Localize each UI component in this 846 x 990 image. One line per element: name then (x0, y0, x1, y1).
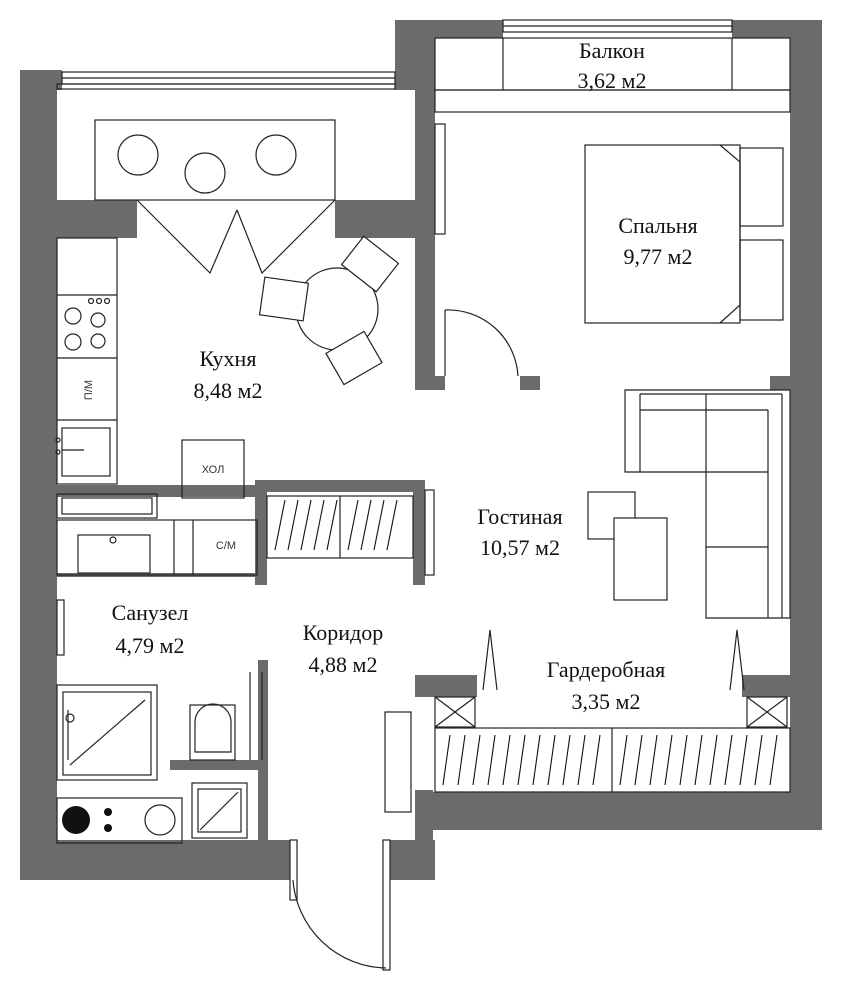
balcony: Балкон 3,62 м2 (434, 37, 791, 113)
bathroom-name: Санузел (112, 600, 189, 625)
balcony-name: Балкон (579, 38, 645, 63)
windows (56, 19, 733, 90)
washer-label: С/М (216, 540, 236, 552)
wardrobe-name: Гардеробная (547, 657, 665, 682)
wardrobe-area: 3,35 м2 (572, 689, 641, 714)
hall-closet (266, 495, 414, 559)
bedroom-area: 9,77 м2 (624, 244, 693, 269)
kitchen: П/М ХОЛ Кухня 8,48 м2 (55, 119, 400, 499)
bathroom-area: 4,79 м2 (116, 633, 185, 658)
bedroom: Спальня 9,77 м2 (434, 123, 784, 377)
fridge-label: ХОЛ (202, 464, 225, 476)
living-name: Гостиная (477, 504, 562, 529)
living-room: Гостиная 10,57 м2 (424, 389, 791, 619)
corridor-name: Коридор (303, 620, 384, 645)
kitchen-area: 8,48 м2 (194, 378, 263, 403)
balcony-area: 3,62 м2 (578, 68, 647, 93)
kitchen-name: Кухня (200, 346, 257, 371)
bedroom-name: Спальня (618, 213, 697, 238)
corridor: Коридор 4,88 м2 (289, 620, 412, 971)
corridor-area: 4,88 м2 (309, 652, 378, 677)
living-area: 10,57 м2 (480, 535, 560, 560)
dishwasher-label: П/М (83, 380, 95, 400)
bathroom: С/М Санузел 4,79 м2 (56, 493, 263, 844)
walls (20, 20, 822, 880)
wardrobe-room: Гардеробная 3,35 м2 (434, 629, 791, 793)
